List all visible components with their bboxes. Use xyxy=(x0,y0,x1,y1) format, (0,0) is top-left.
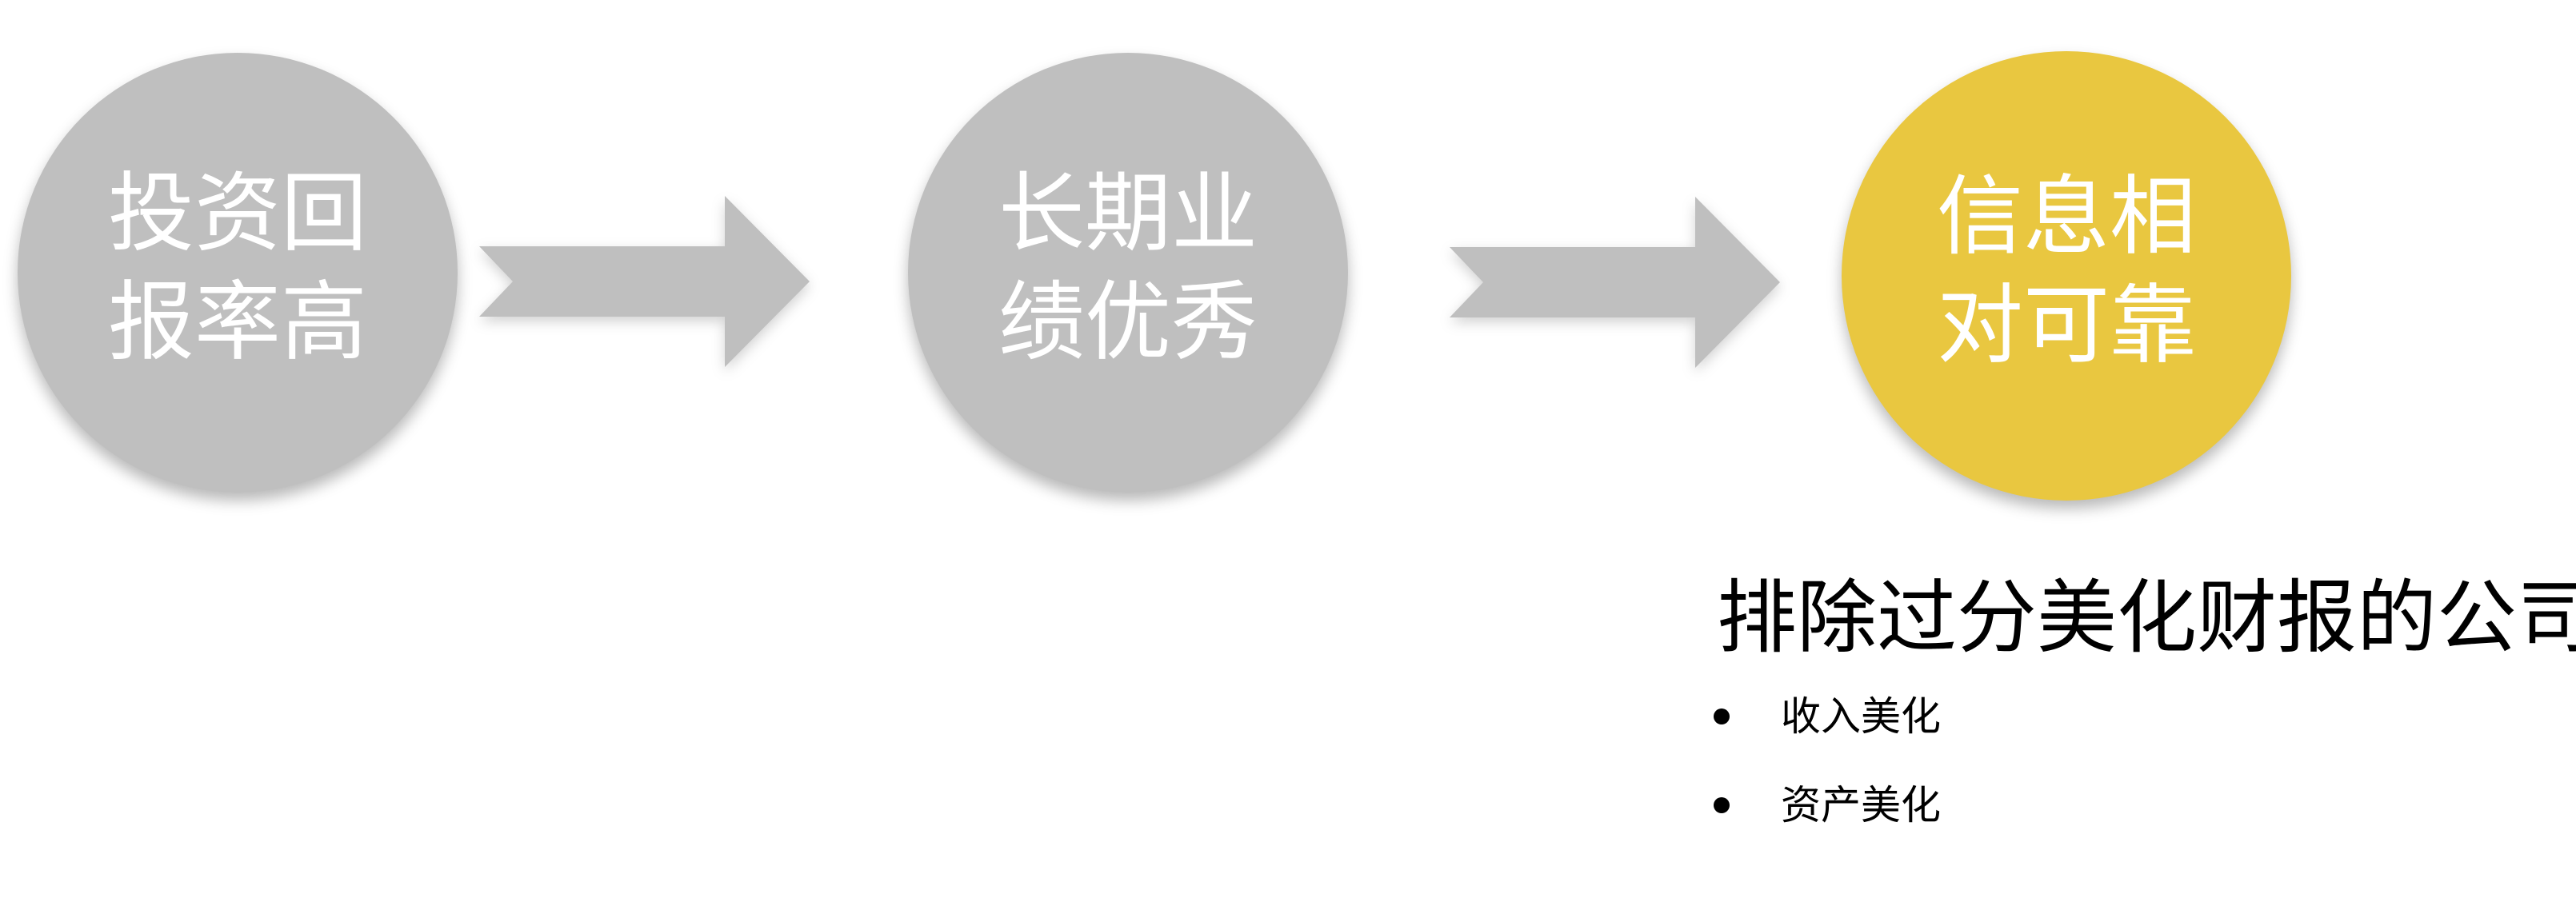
notes-heading: 排除过分美化财报的公司 xyxy=(1717,573,2576,663)
flow-step-3-line-2: 对可靠 xyxy=(1936,277,2196,373)
flow-step-circle-2: 长期业 绩优秀 xyxy=(908,53,1348,493)
bullet-label: 资产美化 xyxy=(1781,783,1941,828)
bullet-label: 收入美化 xyxy=(1781,694,1941,739)
bullet-item: 资产美化 xyxy=(1714,778,1941,832)
bullet-dot-icon xyxy=(1714,797,1730,813)
flow-step-2-line-2: 绩优秀 xyxy=(998,273,1258,370)
bullet-item: 收入美化 xyxy=(1714,689,1941,744)
flow-step-1-line-1: 投资回 xyxy=(107,164,367,261)
flow-step-3-line-1: 信息相 xyxy=(1936,167,2196,265)
right-arrow-icon xyxy=(479,196,810,367)
flow-step-1-line-2: 报率高 xyxy=(107,273,367,370)
right-arrow-icon xyxy=(1450,197,1780,368)
flow-step-circle-3-highlighted: 信息相 对可靠 xyxy=(1842,51,2291,501)
bullet-dot-icon xyxy=(1714,708,1730,724)
flow-step-2-line-1: 长期业 xyxy=(998,164,1258,261)
flow-step-circle-1: 投资回 报率高 xyxy=(18,53,458,493)
